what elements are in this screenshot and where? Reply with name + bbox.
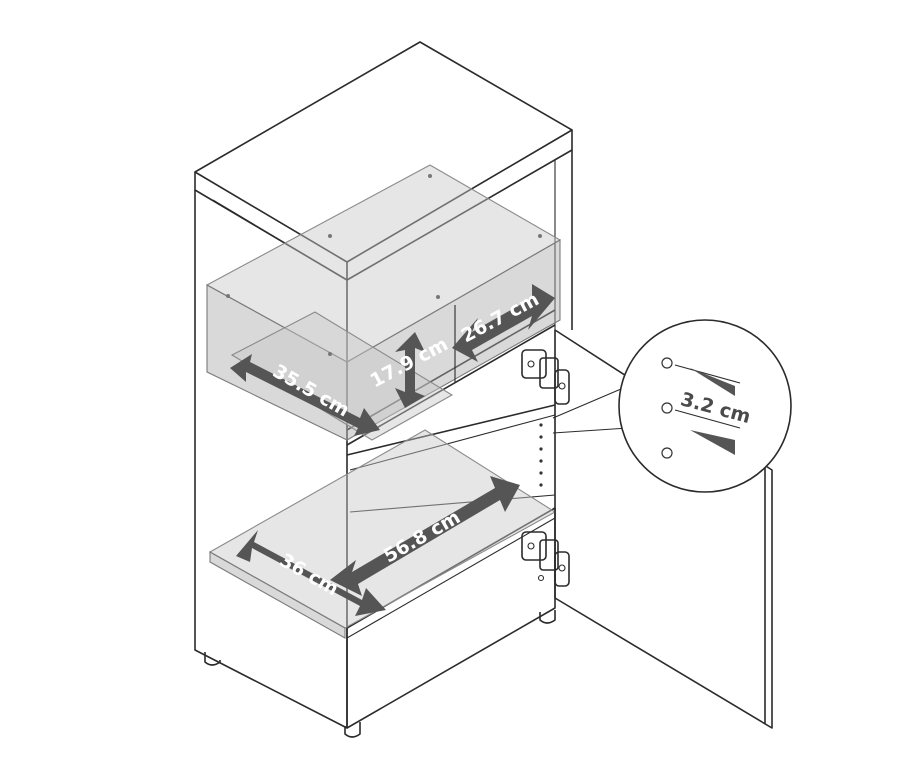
hole-spacing-callout: 3.2 cm <box>552 319 792 493</box>
hinge-bottom <box>521 531 570 587</box>
shelf-pin-holes <box>539 423 543 487</box>
hinge-top <box>521 349 570 405</box>
